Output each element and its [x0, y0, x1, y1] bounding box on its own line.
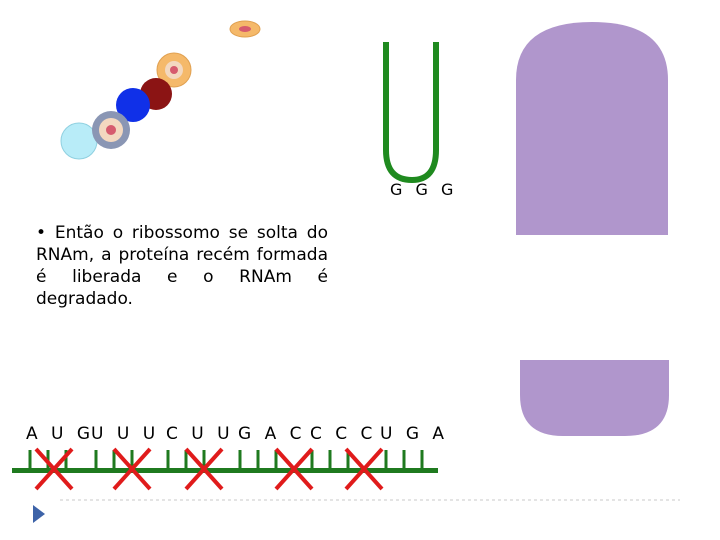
amino-acid	[239, 26, 251, 32]
codon-label: C C C	[310, 424, 376, 444]
ribosome-large-subunit	[516, 22, 668, 235]
amino-acid	[170, 66, 178, 74]
protein-chain	[61, 21, 260, 159]
codon-label: A U G	[26, 424, 94, 444]
amino-acid	[106, 125, 116, 135]
trna-anticodon-label: G G G	[390, 180, 457, 199]
ribosome-small-subunit	[520, 360, 669, 436]
codon-label: U G A	[380, 424, 448, 444]
bullet-text: • Então o ribossomo se solta do RNAm, a …	[36, 222, 328, 310]
amino-acid	[61, 123, 97, 159]
codon-label: U U U	[91, 424, 159, 444]
codon-label: G A C	[238, 424, 305, 444]
trna-shape	[386, 42, 436, 180]
codon-label: C U U	[166, 424, 234, 444]
play-triangle-icon[interactable]	[33, 505, 45, 523]
mrna-strand	[12, 450, 438, 473]
